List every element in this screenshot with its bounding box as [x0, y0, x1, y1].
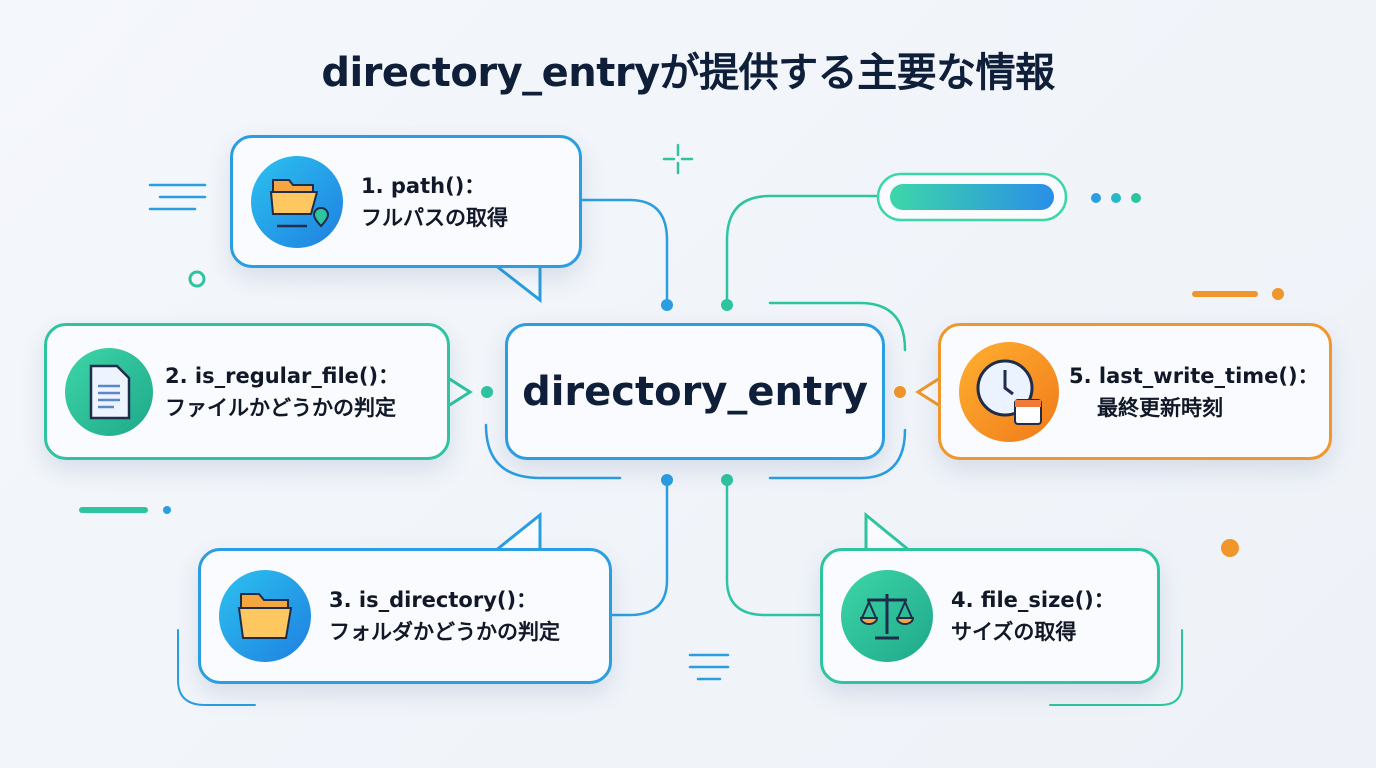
- item-title: 4. file_size()：: [951, 588, 1115, 612]
- item-desc: フォルダかどうかの判定: [329, 620, 560, 644]
- item-desc: 最終更新時刻: [1097, 395, 1223, 420]
- info-bubble-file-size: 4. file_size()： サイズの取得: [820, 548, 1160, 684]
- info-bubble-is-regular-file: 2. is_regular_file()： ファイルかどうかの判定: [44, 323, 450, 460]
- scale-icon: [841, 570, 933, 662]
- page-title: directory_entryが提供する主要な情報: [321, 50, 1055, 96]
- item-title: 5. last_write_time()：: [1069, 363, 1319, 388]
- center-node-directory-entry: directory_entry: [505, 323, 885, 460]
- info-bubble-is-directory: 3. is_directory()： フォルダかどうかの判定: [198, 548, 612, 684]
- folder-icon: [219, 570, 311, 662]
- item-desc: ファイルかどうかの判定: [165, 395, 396, 420]
- item-desc: フルパスの取得: [361, 205, 508, 230]
- document-icon: [65, 347, 153, 436]
- item-desc: サイズの取得: [951, 620, 1077, 644]
- center-label: directory_entry: [522, 368, 868, 415]
- folder-path-icon: [251, 155, 343, 248]
- clock-calendar-icon: [959, 341, 1059, 442]
- item-title: 2. is_regular_file()：: [165, 363, 400, 388]
- item-title: 1. path()：: [361, 173, 486, 198]
- item-title: 3. is_directory()：: [329, 588, 538, 612]
- info-bubble-last-write-time: 5. last_write_time()： 最終更新時刻: [938, 323, 1332, 460]
- info-bubble-path: 1. path()： フルパスの取得: [230, 135, 582, 268]
